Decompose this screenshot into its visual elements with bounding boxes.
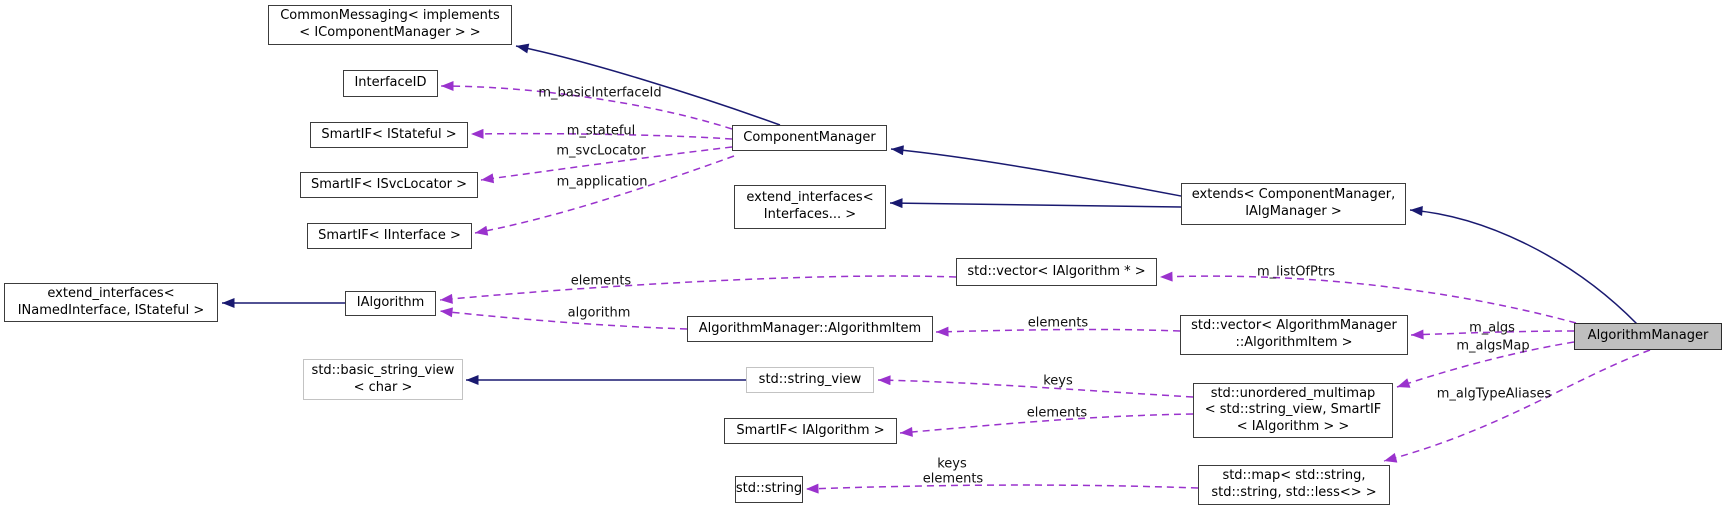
edge-usage-m-stateful [470, 128, 733, 140]
edge-label-m-basicinterfaceid: m_basicInterfaceId [538, 85, 662, 101]
edge-label-elements-algitems: elements [1027, 315, 1089, 331]
class-node-extends-componentmanager-ialgmanager[interactable]: extends< ComponentManager, IAlgManager > [1181, 183, 1406, 225]
edge-inherit-componentmanager-to-commonmessaging [515, 43, 781, 126]
edge-label-m-svclocator: m_svcLocator [556, 143, 646, 159]
class-node-smartif-isvclocator[interactable]: SmartIF< ISvcLocator > [300, 172, 478, 198]
edge-label-elements-algsmap: elements [1026, 405, 1088, 421]
class-node-string-view: std::string_view [746, 367, 874, 393]
class-node-std-string[interactable]: std::string [735, 476, 803, 503]
class-node-vector-algorithmitem[interactable]: std::vector< AlgorithmManager ::Algorith… [1180, 315, 1408, 355]
edge-label-elements-typealiases: elements [922, 471, 984, 487]
edge-label-m-application: m_application [556, 174, 648, 190]
class-node-interfaceid[interactable]: InterfaceID [343, 70, 438, 97]
class-node-unordered-multimap[interactable]: std::unordered_multimap < std::string_vi… [1193, 383, 1393, 438]
edge-usage-keys-elements-typealiases [805, 483, 1199, 494]
edge-usage-m-svclocator [480, 146, 733, 184]
edge-usage-m-algsmap [1396, 341, 1575, 388]
class-node-commonmessaging[interactable]: CommonMessaging< implements < IComponent… [268, 5, 512, 45]
edge-inherit-extends-to-extend-interfaces [889, 198, 1182, 209]
edge-usage-elements-algsmap [899, 413, 1194, 437]
edge-usage-m-listofptrs [1159, 271, 1577, 324]
edge-label-m-stateful: m_stateful [566, 123, 636, 139]
class-node-componentmanager[interactable]: ComponentManager [732, 125, 887, 151]
edge-usage-elements-algitems [935, 326, 1181, 337]
edge-label-m-algtypealiases: m_algTypeAliases [1436, 386, 1552, 402]
class-node-basic-string-view: std::basic_string_view < char > [303, 359, 463, 400]
class-node-smartif-istateful[interactable]: SmartIF< IStateful > [310, 122, 468, 148]
edge-label-elements-listofptrs: elements [570, 273, 632, 289]
class-node-ialgorithm[interactable]: IAlgorithm [345, 291, 436, 316]
class-node-smartif-ialgorithm[interactable]: SmartIF< IAlgorithm > [724, 418, 897, 444]
edge-usage-keys-algsmap [877, 375, 1194, 398]
class-node-algorithmmanager-algorithmitem[interactable]: AlgorithmManager::AlgorithmItem [687, 316, 933, 342]
edge-usage-m-algtypealiases [1383, 349, 1651, 463]
class-node-extend-interfaces-inamedinterface[interactable]: extend_interfaces< INamedInterface, ISta… [4, 283, 218, 322]
class-node-smartif-iinterface[interactable]: SmartIF< IInterface > [307, 223, 472, 249]
edge-label-m-algs: m_algs [1469, 320, 1515, 336]
edge-inherit-algorithmmanager-to-extends [1409, 206, 1638, 325]
edge-label-algorithm: algorithm [567, 305, 631, 321]
edge-usage-m-basicinterfaceid [440, 81, 733, 130]
edge-usage-elements-listofptrs [439, 275, 957, 304]
class-node-std-map[interactable]: std::map< std::string, std::string, std:… [1198, 465, 1390, 505]
edge-label-keys-algsmap: keys [1043, 373, 1073, 389]
edge-usage-m-algs [1410, 329, 1575, 340]
edge-label-keys-typealiases: keys [937, 456, 967, 472]
edge-inherit-extends-to-componentmanager [890, 145, 1182, 197]
class-node-algorithmmanager-current: AlgorithmManager [1574, 323, 1722, 350]
edge-usage-m-application [474, 155, 735, 236]
class-node-vector-ialgorithm-ptr[interactable]: std::vector< IAlgorithm * > [956, 258, 1157, 286]
edge-usage-algorithm [439, 307, 688, 330]
edge-label-m-listofptrs: m_listOfPtrs [1256, 264, 1336, 280]
edge-label-m-algsmap: m_algsMap [1456, 338, 1530, 354]
class-node-extend-interfaces-pack[interactable]: extend_interfaces< Interfaces... > [734, 185, 886, 229]
